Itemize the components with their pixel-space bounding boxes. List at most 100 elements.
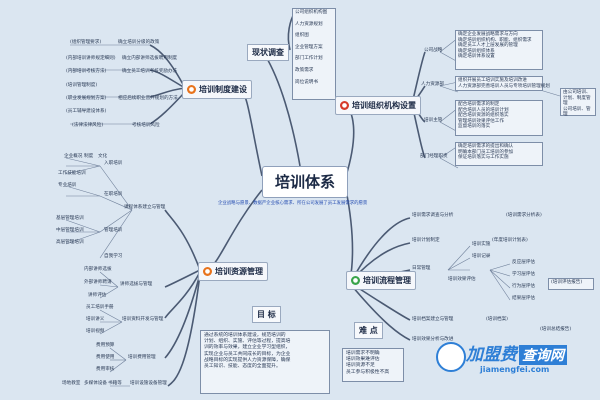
org-label: 部门经理职责: [420, 154, 448, 159]
branch-status: 现状调查: [247, 44, 289, 61]
resource-leaf: 专业培训: [58, 183, 77, 188]
status-item: 组织图: [295, 33, 309, 39]
resource-leaf: 场地教室: [62, 381, 81, 386]
system-item: 考核培训风险: [132, 123, 160, 128]
goal-title: 目 标: [252, 306, 281, 323]
branch-resource-label: 培训资源管理: [215, 267, 263, 276]
org-detail-line: 人力资源部完善培训人员与专项培训管理规划: [458, 83, 550, 89]
status-item: 政策需求: [295, 67, 314, 73]
resource-leaf: 中层管理培训: [56, 228, 84, 233]
resource-leaf: 员工培训手册: [86, 305, 114, 310]
resource-leaf: 多媒体设备: [84, 381, 107, 386]
system-note: (内部培训讲师规定细则): [66, 56, 116, 61]
org-detail-line: 确定培训组织机构、职能、组织需求: [458, 37, 532, 43]
difficulty-line: 培训资源不足: [346, 363, 375, 369]
process-leaf: 反应层评估: [512, 260, 535, 265]
watermark-logo-b: 查询网: [519, 345, 567, 365]
process-leaf: 培训实施: [472, 242, 491, 247]
system-note: (内部培训考核方法): [66, 69, 107, 74]
branch-system-label: 培训制度建设: [199, 85, 247, 94]
status-item: 部门工作计划: [295, 56, 323, 62]
org-detail-line: 确定培训组织体系: [458, 48, 495, 54]
process-note: (培训档案): [486, 317, 508, 322]
branch-badge-icon: ●: [187, 85, 196, 94]
org-note-line: 由公司培训、计划、制度管理: [563, 90, 591, 107]
org-label: 人力资源部: [421, 82, 444, 87]
org-detail-line: 确定员工人才上层发展的管理: [458, 43, 518, 49]
org-detail-line: 确定企业发展战略需求与方向: [458, 32, 518, 37]
resource-item: 培训设施设备管理: [130, 381, 167, 386]
resource-leaf: 企业概况: [64, 154, 83, 159]
system-note: (法律法律风险): [72, 123, 104, 128]
org-detail-line: 保证培训落实与工作实施: [458, 155, 509, 161]
status-item: 企业管理方案: [295, 44, 323, 50]
org-detail-line: 监督培训的落实: [458, 124, 491, 130]
resource-leaf: 工作技能培训: [58, 171, 86, 176]
branch-process: ● 培训流程管理: [346, 271, 416, 290]
process-note: (培训需求分析表): [506, 213, 542, 218]
resource-sub: 管理培训: [104, 228, 123, 233]
org-detail: 配合培训需求的制定 配合培训人员的培训计划 配合培训资源的组织落实 管理培训效果…: [455, 100, 543, 136]
eval-note: (培训评估报告): [548, 278, 594, 290]
org-detail-line: 配合培训人员的培训计划: [458, 107, 509, 113]
process-note: (年度培训计划表): [492, 238, 528, 243]
difficulty-line: 培训需求不明确: [346, 351, 380, 356]
system-note: (培训管理制度): [66, 83, 98, 88]
goal-line: 计划、组织、实施、评估等过程，提高培: [204, 339, 291, 345]
watermark-logo-a: 加盟费: [466, 345, 517, 365]
process-leaf: 培训记录: [472, 254, 491, 259]
difficulty-line: 员工参与积极性不高: [346, 369, 390, 375]
goal-line: 通过系统的培训体系建设，规范培训的: [204, 333, 286, 338]
goal-panel: 通过系统的培训体系建设，规范培训的 计划、组织、实施、评估等过程，提高培 训的效…: [200, 330, 330, 394]
branch-org: ● 培训组织机构设置: [335, 96, 421, 115]
resource-leaf: 制度: [84, 154, 94, 159]
central-caption: 企业战略与愿景、数据严企业核心需求、所在公司发展了员工发展需求的愿景: [218, 201, 368, 206]
process-item: 培训效果分析与改进: [412, 337, 454, 342]
resource-leaf: 培训视频: [86, 329, 105, 334]
mascot-icon: [436, 342, 466, 372]
system-note: (员工辅导建设体系): [66, 109, 107, 114]
org-label: 公司战略: [424, 48, 443, 53]
system-item: 确立员工培训考核奖励办法: [122, 69, 178, 74]
resource-sub: 在职培训: [104, 192, 123, 197]
resource-sub: 自我学习: [104, 254, 123, 259]
process-item: 培训需求调查与分析: [412, 213, 454, 218]
branch-badge-icon: ●: [203, 267, 212, 276]
resource-leaf: 培训讲义: [86, 317, 105, 322]
branch-system: ● 培训制度建设: [182, 80, 252, 99]
org-detail-line: 明确本部门员工培训的参加: [458, 149, 514, 155]
org-detail: 确定培训需求的提出和确认 明确本部门员工培训的参加 保证培训落实与工作实施: [455, 142, 543, 166]
resource-item: 培训资料开发与管理: [122, 317, 164, 322]
system-item: 相应后续职业晋升规划的方法: [118, 96, 178, 101]
resource-leaf: 文化: [98, 154, 108, 159]
process-note: (培训总结报告): [540, 327, 572, 332]
branch-badge-icon: ●: [351, 276, 360, 285]
process-leaf: 行为层评估: [512, 284, 535, 289]
org-detail-line: 确定培训需求的提出和确认: [458, 144, 514, 149]
resource-leaf: 书籍等: [108, 381, 122, 386]
resource-item: 培训费用管理: [128, 355, 156, 360]
org-detail: 组织开展员工培训实施及培训改进 人力资源部完善培训人员与专项培训管理规划: [455, 76, 550, 91]
status-item: 公司组织机构图: [295, 10, 328, 15]
resource-sub: 入职培训: [104, 161, 123, 166]
org-detail: 确定企业发展战略需求与方向 确定培训组织机构、职能、组织需求 确定员工人才上层发…: [455, 30, 543, 70]
watermark-logo: 加盟费查询网: [466, 340, 567, 365]
org-detail-line: 配合培训资源的组织落实: [458, 113, 509, 119]
resource-leaf: 讲师评估: [88, 293, 107, 298]
system-item: 确立培训分级的政策: [118, 40, 160, 45]
org-note: 由公司培训、计划、制度管理 公司培训、管理: [560, 88, 596, 117]
difficulty-line: 培训效果难评估: [346, 357, 380, 363]
process-item: 培训效果评估: [448, 277, 476, 282]
goal-line: 训的效率与效果，建立企业学习型组织，: [204, 345, 291, 351]
org-detail-line: 配合培训需求的制定: [458, 102, 500, 107]
branch-org-label: 培训组织机构设置: [352, 101, 416, 110]
system-note: (组织管理要求): [70, 40, 102, 45]
branch-badge-icon: ●: [340, 101, 349, 110]
resource-leaf: 内部讲师选拔: [84, 267, 112, 272]
resource-leaf: 费用预算: [96, 343, 115, 348]
resource-leaf: 基层管理培训: [56, 216, 84, 221]
branch-resource: ● 培训资源管理: [198, 262, 268, 281]
org-detail-line: 确定培训体系设置: [458, 54, 495, 60]
watermark-url: jiamengfei.com: [480, 365, 550, 374]
branch-process-label: 培训流程管理: [363, 276, 411, 285]
